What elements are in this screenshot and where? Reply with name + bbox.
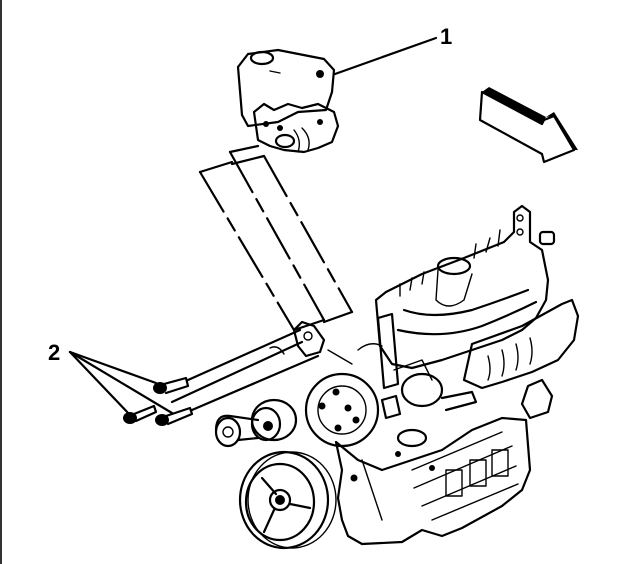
- engine-block: [214, 204, 580, 550]
- callout-1-leader: [333, 36, 438, 76]
- bolt-lower-left: [123, 404, 158, 424]
- front-of-vehicle-arrow: [478, 87, 578, 164]
- bolt-lower-right: [155, 406, 194, 426]
- callout-2-leaders: [68, 350, 174, 417]
- callout-2-label: 2: [48, 340, 61, 365]
- alignment-lines: [198, 144, 354, 332]
- spark-plug-wires: [396, 229, 538, 336]
- callout-1-label: 1: [440, 24, 453, 49]
- power-steering-pump: [236, 48, 340, 154]
- mounting-bolts: [123, 328, 320, 426]
- bolt-upper: [153, 376, 190, 395]
